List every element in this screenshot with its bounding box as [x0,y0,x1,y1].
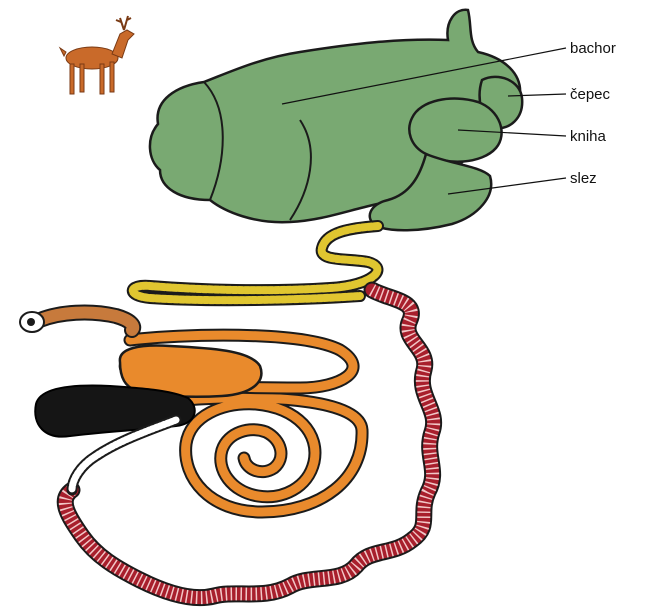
stomach [150,10,522,230]
omasum-shape [409,99,501,162]
label-omasum: kniha [570,128,607,145]
small-intestine [133,226,378,300]
duodenum-end [20,312,133,332]
label-rumen: bachor [570,40,616,57]
label-reticulum: čepec [570,86,611,103]
label-abomasum: slez [570,170,597,187]
deer-icon [60,16,134,94]
caecum [35,386,195,437]
